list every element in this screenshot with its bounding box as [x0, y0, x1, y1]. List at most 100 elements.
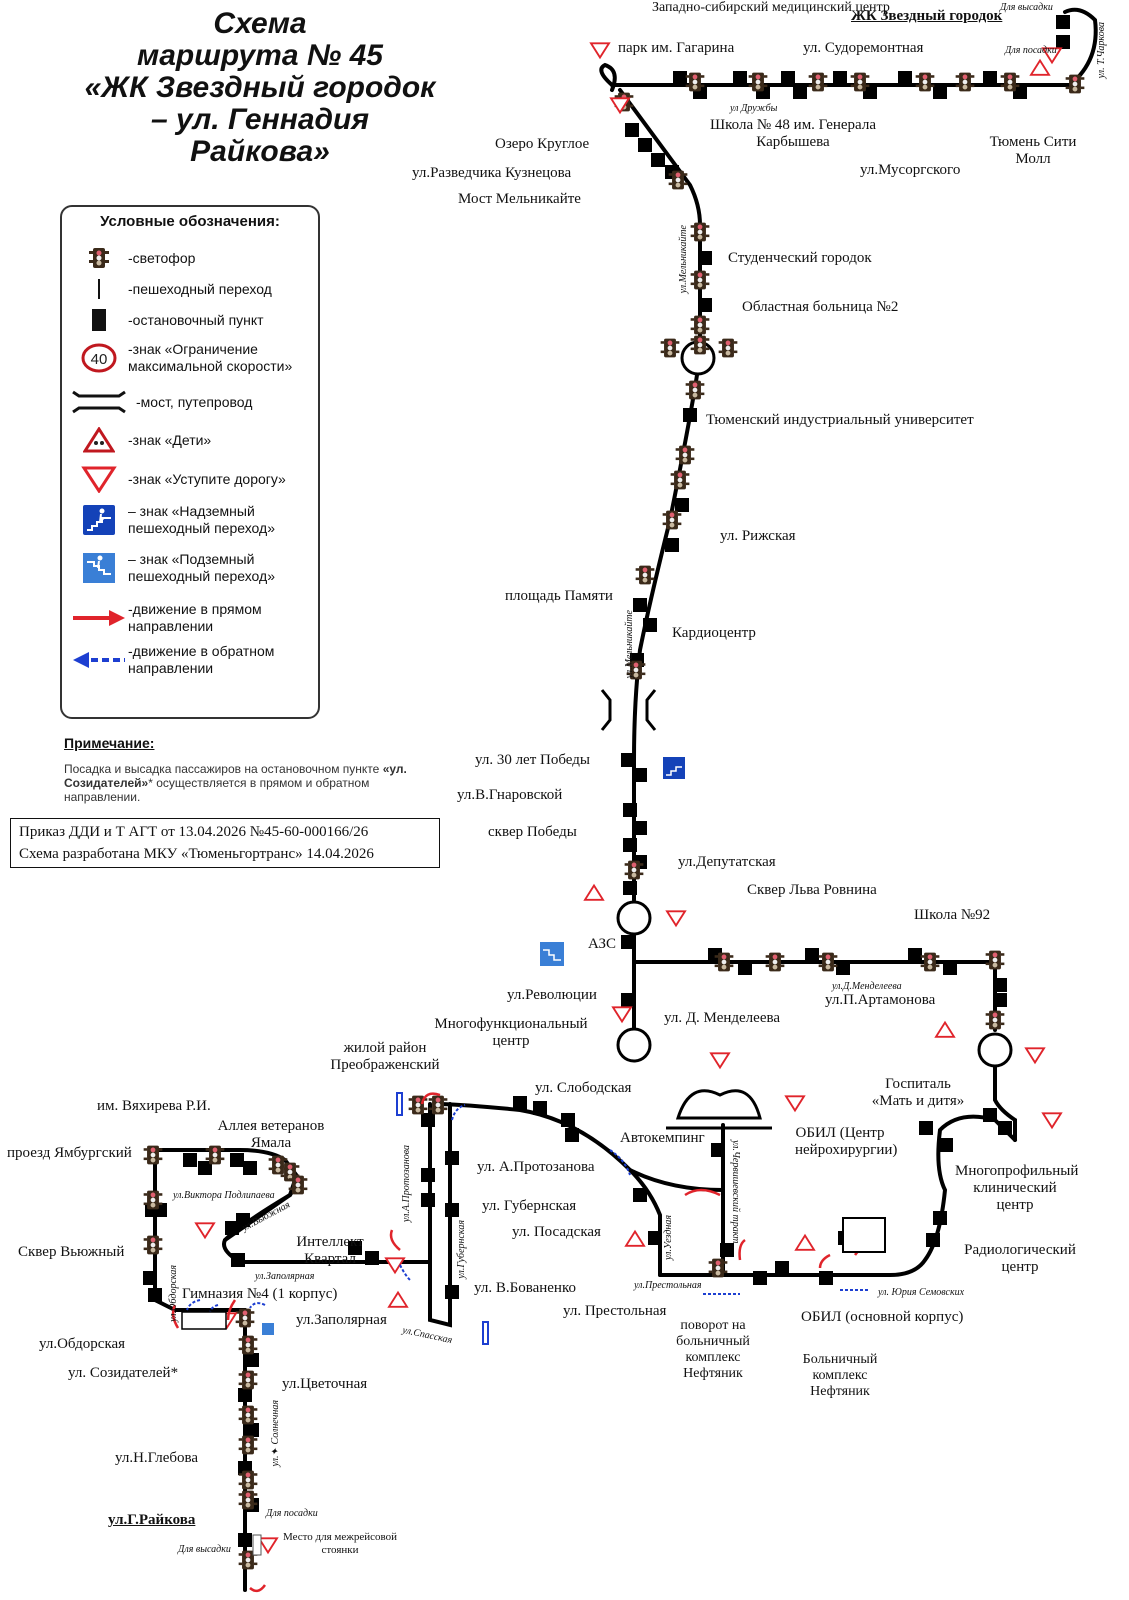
traffic-light-icon [238, 1405, 258, 1425]
traffic-light-icon [662, 510, 682, 530]
label-street-podlipaeva: ул.Виктора Подлипаева [173, 1190, 275, 1201]
bus-stop-icon [623, 881, 637, 895]
legend-item: -остановочный пункт [70, 309, 314, 331]
schema-title: Схема маршрута № 45 «ЖК Звездный городок… [20, 8, 500, 168]
bridge-icon [70, 389, 128, 415]
label-artamonova: ул.П.Артамонова [825, 992, 936, 1008]
traffic-light-icon [985, 1010, 1005, 1030]
legend-item: -светофор [70, 247, 314, 269]
label-sozidateley: ул. Созидателей* [68, 1365, 179, 1381]
bus-stop-icon [633, 768, 647, 782]
label-preobrazhensky: жилой район Преображенский [330, 1040, 440, 1073]
warning-sign-icon [584, 884, 604, 901]
legend-label: -мост, путепровод [136, 393, 253, 410]
layover-box [252, 1534, 262, 1556]
bus-stop-icon [908, 948, 922, 962]
label-protozanova: ул. А.Протозанова [477, 1159, 595, 1175]
bus-stop-icon [665, 538, 679, 552]
label-mendeleeva: ул. Д. Менделеева [664, 1010, 781, 1026]
label-skver-pobedy: сквер Победы [488, 824, 577, 840]
crosswalk-icon [70, 279, 128, 299]
bus-stop-icon [621, 935, 635, 949]
label-raikova: ул.Г.Райкова [108, 1512, 196, 1528]
label-oblbolnica: Областная больница №2 [742, 299, 899, 315]
bus-stop-icon [621, 753, 635, 767]
traffic-light-icon [235, 1308, 255, 1328]
legend-label: – знак «Надземный пешеходный переход» [128, 503, 275, 536]
bus-stop-icon [863, 85, 877, 99]
label-glebova: ул.Н.Глебова [115, 1450, 199, 1466]
overpass-crossing-icon [70, 504, 128, 536]
label-street-uezdnaya: ул.Уездная [663, 1215, 674, 1261]
bus-stop-icon [711, 1143, 725, 1157]
legend-item: – знак «Подземный пешеходный переход» [70, 551, 314, 585]
traffic-light-icon [70, 247, 128, 269]
bus-stop-icon [1013, 85, 1027, 99]
label-street-protozanova: ул.А.Протозанова [401, 1145, 412, 1223]
bus-stop-icon [998, 1121, 1012, 1135]
warning-sign-icon [935, 1021, 955, 1038]
legend-label: -знак «Дети» [128, 431, 212, 448]
label-slobodskaya: ул. Слободская [535, 1080, 632, 1096]
legend-item: -знак «Уступите дорогу» [70, 465, 314, 493]
bus-stop-icon [565, 1128, 579, 1142]
bus-stop-icon [230, 1153, 244, 1167]
label-tiu: Тюменский индустриальный университет [706, 412, 974, 428]
label-azs: АЗС [588, 936, 616, 952]
legend-heading: Условные обозначения: [100, 213, 280, 230]
bus-stop-icon [993, 993, 1007, 1007]
bus-stop-icon [698, 298, 712, 312]
legend-label: -остановочный пункт [128, 311, 264, 328]
bus-stop-icon [621, 993, 635, 1007]
legend-label: -светофор [128, 249, 196, 266]
label-ploshad-pamyati: площадь Памяти [505, 588, 613, 604]
bus-stop-icon [993, 978, 1007, 992]
legend-item: -пешеходный переход [70, 279, 314, 299]
underpass-crossing-icon [262, 1323, 274, 1335]
label-street-mendeleeva: ул.Д.Менделеева [832, 981, 902, 992]
traffic-light-icon [808, 72, 828, 92]
label-rizhskaya: ул. Рижская [720, 528, 796, 544]
traffic-light-icon [635, 565, 655, 585]
traffic-light-icon [718, 338, 738, 358]
label-skver-rovnina: Сквер Льва Ровнина [747, 882, 877, 898]
traffic-light-icon [685, 380, 705, 400]
label-razvedchika: ул.Разведчика Кузнецова [412, 165, 572, 181]
bus-stop-icon [720, 1243, 734, 1257]
yield-sign-icon [195, 1222, 215, 1239]
children-sign-icon [70, 427, 128, 453]
speed-limit-icon: 40 [70, 343, 128, 373]
label-gnarovskoy: ул.В.Гнаровской [457, 787, 563, 803]
label-gimnaziya: Гимназия №4 (1 корпус) [182, 1286, 338, 1302]
traffic-light-icon [143, 1235, 163, 1255]
traffic-light-icon [690, 315, 710, 335]
note-text-bold: «ул. Созидателей» [64, 762, 407, 790]
traffic-light-icon [955, 72, 975, 92]
label-street-melnikaite: ул.Мельникайте [678, 225, 689, 294]
legend-item: -движение в прямом направлении [70, 601, 314, 635]
bus-stop-icon [775, 1261, 789, 1275]
legend-label: – знак «Подземный пешеходный переход» [128, 551, 275, 584]
legend-label: -пешеходный переход [128, 280, 272, 297]
bus-stop-icon [445, 1285, 459, 1299]
bus-stop-icon [183, 1153, 197, 1167]
traffic-light-icon [660, 338, 680, 358]
label-skver-vyuzhny: Сквер Вьюжный [18, 1244, 125, 1260]
sozidateley-stop-box [181, 1311, 227, 1330]
label-school92: Школа №92 [914, 907, 991, 923]
bus-stop-icon [236, 1213, 250, 1227]
label-kardiocentr: Кардиоцентр [672, 625, 756, 641]
bus-stop-icon [243, 1161, 257, 1175]
warning-sign-icon [1030, 59, 1050, 76]
bus-stop-icon [781, 71, 795, 85]
underpass-crossing-icon [70, 552, 128, 584]
bus-stop-icon [698, 251, 712, 265]
legend-item: -знак «Дети» [70, 427, 314, 453]
label-mfc: Многофункциональный центр [434, 1016, 588, 1049]
bus-stop-icon [625, 123, 639, 137]
reverse-arrows [186, 1104, 870, 1315]
bus-stop-icon [633, 1188, 647, 1202]
legend-label: -движение в прямом направлении [128, 601, 262, 634]
bus-stop-icon [445, 1151, 459, 1165]
